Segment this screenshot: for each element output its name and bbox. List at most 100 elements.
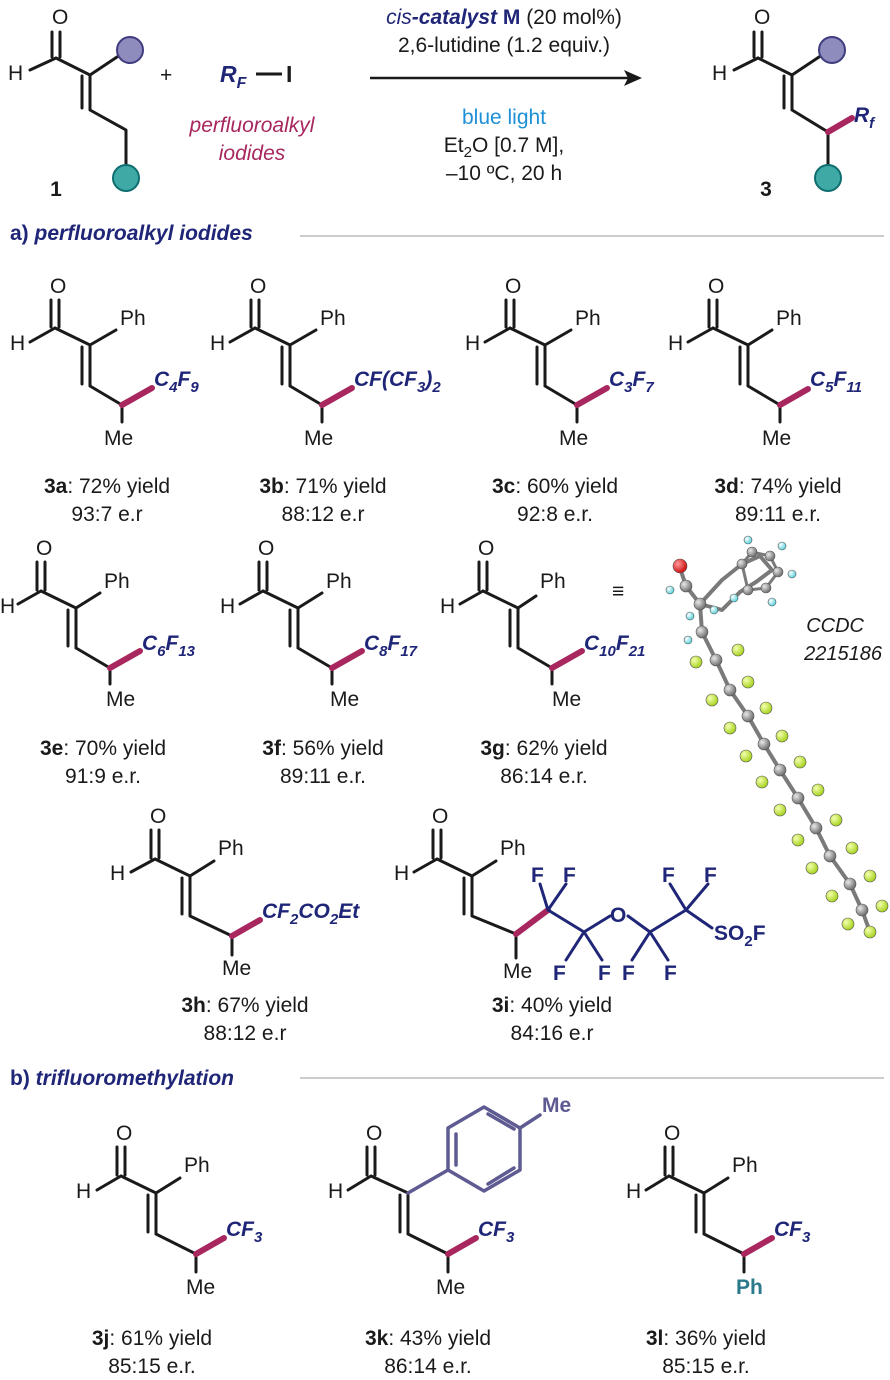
rf-mid: ) (423, 368, 432, 391)
section-a-header: a) perfluoroalkyl iodides (10, 222, 884, 245)
atom-O: O (36, 537, 52, 560)
atom-Ph: Ph (184, 1154, 210, 1177)
equivalence-sign: ≡ (612, 580, 624, 603)
catalyst-loading: (20 mol%) (526, 6, 622, 29)
compound-3f: O H Ph Me C8F17 3f: 56% yield 89:11 e.r. (220, 537, 418, 788)
atom-O: O (150, 805, 166, 828)
compound-3h: O H Ph Me CF2CO2Et 3h: 67% yield 88:12 e… (110, 805, 360, 1045)
svg-text:3j: 61% yield: 3j: 61% yield (92, 1327, 212, 1350)
atom-Me: Me (436, 1276, 465, 1299)
atom-H: H (210, 332, 225, 355)
atom-Me: Me (762, 427, 791, 450)
compound-id: 3i (492, 994, 510, 1017)
atom-Ph: Ph (776, 307, 802, 330)
compound-id: 3e (40, 737, 63, 760)
svg-text:3c: 60% yield: 3c: 60% yield (492, 475, 618, 498)
rf-mid: F (178, 368, 192, 391)
crystal-atom (787, 569, 797, 579)
atom-F: F (662, 864, 675, 887)
crystal-atom (811, 783, 825, 797)
rf-mid: CO (298, 900, 330, 923)
rf-sub1: 3 (254, 1229, 263, 1246)
svg-text:C3F7: C3F7 (609, 368, 654, 396)
crystal-atom (841, 917, 855, 931)
atom-O: O (708, 275, 724, 298)
crystal-atom (723, 721, 737, 735)
compound-id: 3l (646, 1327, 664, 1350)
atom-H: H (394, 862, 409, 885)
crystal-atom (705, 693, 719, 707)
atom-Ph: Ph (120, 307, 146, 330)
substituent-sphere-bottom (112, 164, 140, 192)
svg-text:3b: 71% yield: 3b: 71% yield (259, 475, 386, 498)
atom-H: H (626, 1180, 641, 1203)
rf-main: CF(CF (354, 368, 418, 391)
reagent-rf: R (220, 61, 237, 87)
compound-yield: : 43% yield (388, 1327, 491, 1350)
section-a-letter: a) (10, 222, 29, 245)
atom-H: H (328, 1180, 343, 1203)
crystal-structure-3g: CCDC 2215186 (665, 535, 889, 939)
catalyst-word: -catalyst (412, 6, 498, 29)
crystal-atom (805, 861, 819, 875)
compound-yield: : 72% yield (67, 475, 170, 498)
ccdc-number: 2215186 (803, 643, 883, 665)
svg-text:3k: 43% yield: 3k: 43% yield (365, 1327, 491, 1350)
rf-main: CF (478, 1218, 507, 1241)
svg-text:3h: 67% yield: 3h: 67% yield (181, 994, 308, 1017)
crystal-atom (679, 579, 693, 593)
svg-text:cis-catalyst M (20 mol%): cis-catalyst M (20 mol%) (386, 6, 622, 29)
atom-Me: Me (104, 427, 133, 450)
rf-mid: F (388, 632, 402, 655)
compound-3a: O H Ph Me C4F9 3a: 72% yield 93:7 e.r (10, 275, 199, 526)
crystal-atom (793, 755, 807, 769)
reagent-rf-sub: F (237, 75, 248, 92)
light-text: blue light (462, 106, 546, 129)
compound-er: 85:15 e.r. (662, 1355, 750, 1378)
atom-F: F (704, 864, 717, 887)
svg-text:C8F17: C8F17 (364, 632, 418, 660)
atom-H: H (712, 62, 727, 85)
rf-tail: Et (338, 900, 360, 923)
crystal-atom (742, 584, 754, 596)
atom-F: F (598, 962, 611, 985)
compound-3l: O H Ph Ph CF3 3l: 36% yield 85:15 e.r. (626, 1122, 811, 1378)
rf-sub1: 10 (599, 643, 616, 660)
svg-text:3d: 74% yield: 3d: 74% yield (714, 475, 841, 498)
solvent-sub: 2 (464, 144, 472, 161)
rf-sub1: 6 (157, 643, 166, 660)
rf-mid: F (834, 368, 848, 391)
crystal-atom (855, 903, 869, 917)
crystal-atom (689, 655, 703, 669)
compound-yield: : 60% yield (515, 475, 618, 498)
atom-O-ether: O (610, 904, 626, 927)
atom-Ph: Ph (575, 307, 601, 330)
svg-text:a) perfluoroalkyl iodides: a) perfluoroalkyl iodides (10, 222, 253, 245)
section-a-title: perfluoroalkyl iodides (34, 222, 253, 245)
atom-O: O (52, 6, 68, 29)
rf-sub2: 7 (645, 379, 654, 396)
svg-text:C4F9: C4F9 (154, 368, 199, 396)
rf-sub2: 2 (329, 911, 339, 928)
atom-F: F (622, 962, 635, 985)
svg-text:RF: RF (220, 61, 248, 92)
temp-time-text: –10 ºC, 20 h (446, 162, 562, 185)
crystal-atom (863, 925, 877, 939)
atom-F: F (664, 962, 677, 985)
atom-Ph: Ph (320, 307, 346, 330)
crystal-atom (739, 749, 753, 763)
compound-id: 3b (259, 475, 284, 498)
svg-text:CF2CO2Et: CF2CO2Et (262, 900, 360, 928)
svg-text:3f: 56% yield: 3f: 56% yield (262, 737, 383, 760)
atom-Me: Me (503, 960, 532, 983)
atom-Ph: Ph (326, 570, 352, 593)
atom-O: O (250, 275, 266, 298)
sulfonyl-F: F (753, 922, 766, 945)
reactant-1: O H 1 (8, 6, 144, 201)
reagent-rf-i: RF I perfluoroalkyl iodides (189, 61, 316, 165)
crystal-atom (743, 535, 753, 545)
compound-er: 91:9 e.r. (65, 765, 141, 788)
atom-O: O (478, 537, 494, 560)
compound-id: 3c (492, 475, 516, 498)
